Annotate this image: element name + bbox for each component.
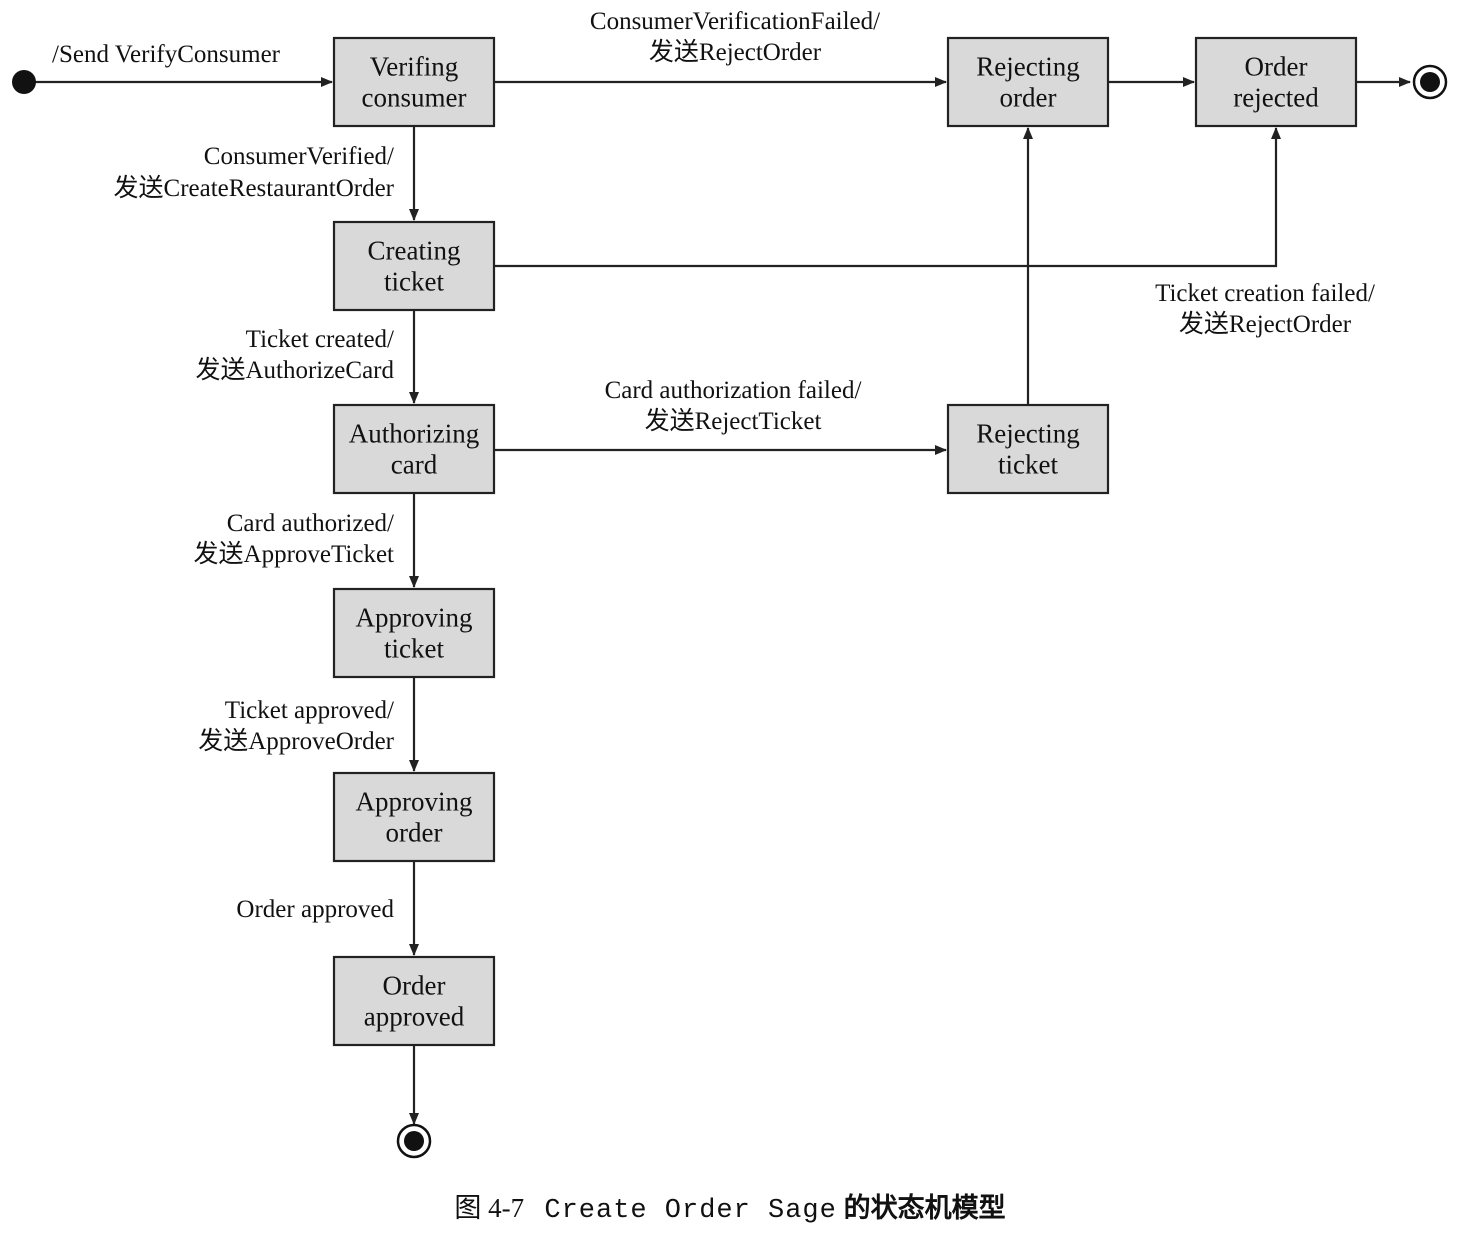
figure-caption: 图 4-7 Create Order Sage 的状态机模型	[0, 1186, 1460, 1226]
figure-title-text: 的状态机模型	[843, 1193, 1006, 1224]
transition-arrow-ticket-creation-failed	[494, 127, 1281, 268]
state-label: card	[391, 450, 438, 480]
transition-label-line: ConsumerVerificationFailed/	[590, 8, 880, 35]
transition-label-order-approved-event: Order approved	[236, 896, 394, 923]
transition-label-line: 发送RejectOrder	[649, 38, 822, 66]
state-box	[332, 403, 496, 495]
state-label: consumer	[362, 83, 467, 113]
state-box	[946, 403, 1110, 495]
state-label: ticket	[384, 267, 444, 297]
transition-label-line: 发送RejectTicket	[645, 407, 822, 435]
initial-state-dot	[12, 70, 36, 94]
transition-label-line: 发送ApproveOrder	[198, 727, 394, 755]
state-label: ticket	[384, 634, 444, 664]
state-label: approved	[364, 1002, 465, 1032]
transition-label-start: /Send VerifyConsumer	[52, 41, 281, 68]
figure-number: 图 4-7	[454, 1193, 525, 1223]
transition-label-line: Card authorization failed/	[605, 377, 862, 404]
state-box	[332, 36, 496, 128]
transition-label-line: 发送AuthorizeCard	[195, 356, 394, 384]
state-label: Authorizing	[349, 419, 479, 449]
transition-label-consumer-verified: ConsumerVerified/发送CreateRestaurantOrder	[114, 143, 395, 202]
state-label: Order	[383, 971, 446, 1001]
transition-label-consumer-verification-failed: ConsumerVerificationFailed/发送RejectOrder	[590, 8, 880, 66]
transition-label-line: 发送CreateRestaurantOrder	[114, 174, 395, 202]
transition-label-ticket-approved: Ticket approved/发送ApproveOrder	[198, 697, 394, 755]
state-label: Rejecting	[976, 52, 1079, 82]
state-label: rejected	[1233, 83, 1319, 113]
transition-label-line: ConsumerVerified/	[204, 143, 394, 170]
state-label: Approving	[356, 603, 473, 633]
transition-label-line: Ticket creation failed/	[1155, 280, 1375, 307]
transition-label-card-authorization-failed: Card authorization failed/发送RejectTicket	[605, 377, 862, 435]
state-box	[332, 220, 496, 312]
transition-label-ticket-creation-failed: Ticket creation failed/发送RejectOrder	[1155, 280, 1375, 338]
state-label: Creating	[368, 236, 461, 266]
transition-lines	[34, 77, 1411, 1125]
state-label: Rejecting	[976, 419, 1079, 449]
transition-labels: /Send VerifyConsumer ConsumerVerification…	[52, 8, 1375, 923]
transition-label-line: Card authorized/	[227, 510, 394, 537]
transition-label-line: Ticket created/	[246, 326, 394, 353]
transition-label-line: Order approved	[236, 896, 394, 923]
state-label: Verifing	[370, 52, 458, 82]
figure-title-code: Create Order Sage	[544, 1196, 837, 1226]
state-label: order	[386, 818, 443, 848]
state-machine-diagram: VerifingconsumerCreatingticketAuthorizin…	[12, 8, 1448, 1159]
transition-label-line: 发送ApproveTicket	[194, 540, 395, 568]
final-state-rejected-core	[1420, 72, 1440, 92]
transition-label-line: Ticket approved/	[225, 697, 394, 724]
state-label: Approving	[356, 787, 473, 817]
state-label: ticket	[998, 450, 1058, 480]
final-state-approved-core	[404, 1131, 424, 1151]
state-box	[332, 587, 496, 679]
state-label: order	[1000, 83, 1057, 113]
transition-label-line: /Send VerifyConsumer	[52, 41, 281, 68]
transition-label-ticket-created: Ticket created/发送AuthorizeCard	[195, 326, 394, 384]
transition-label-line: 发送RejectOrder	[1179, 310, 1352, 338]
state-nodes: VerifingconsumerCreatingticketAuthorizin…	[12, 36, 1448, 1159]
state-label: Order	[1245, 52, 1308, 82]
state-box	[1194, 36, 1358, 128]
state-box	[946, 36, 1110, 128]
state-box	[332, 771, 496, 863]
transition-label-card-authorized: Card authorized/发送ApproveTicket	[194, 510, 395, 568]
state-box	[332, 955, 496, 1047]
